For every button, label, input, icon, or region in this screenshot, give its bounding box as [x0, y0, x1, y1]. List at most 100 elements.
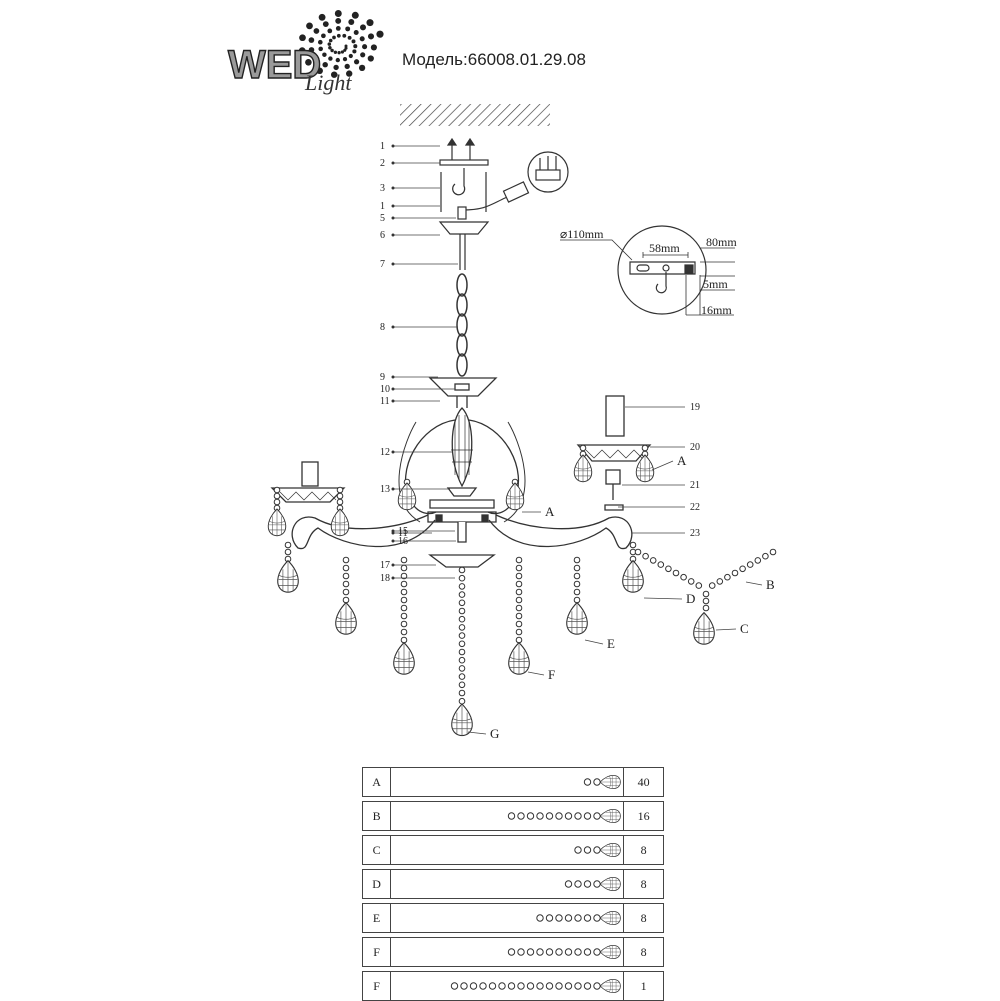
crystal-bead: [400, 612, 408, 620]
chain-link: [456, 273, 468, 297]
crystal-swag: [634, 548, 777, 645]
crystal-drop: [335, 602, 357, 635]
logo-dot: [348, 53, 353, 59]
part-number-label: 16: [398, 536, 408, 547]
crystal-bead: [665, 565, 672, 573]
logo-dot: [351, 11, 359, 19]
leader-dot: [391, 529, 395, 533]
logo-dot: [333, 50, 338, 54]
crystal-bead: [400, 620, 408, 628]
logo-dot: [333, 64, 339, 71]
logo-dot: [353, 30, 359, 35]
crystal-bead: [458, 583, 466, 590]
plate-width-label: 80mm: [706, 235, 737, 249]
crystal-strand-icon: [574, 842, 622, 858]
chandelier-body: [270, 377, 652, 568]
logo-dot: [346, 70, 353, 77]
logo-dot: [306, 22, 313, 30]
crystal-drop: [566, 602, 588, 635]
crystal-bead: [593, 812, 601, 820]
model-label: Модель:66008.01.29.08: [402, 50, 586, 69]
crystal-bead: [458, 697, 466, 705]
crystal-bead: [458, 681, 466, 689]
crystal-drop: [451, 703, 473, 737]
logo-dot: [342, 56, 348, 62]
crystal-bead: [545, 948, 554, 956]
crystal-drop: [397, 482, 417, 511]
crystal-bead: [515, 620, 523, 628]
part-number-label: 3: [380, 183, 385, 194]
legend-crystal-graphic: [390, 801, 625, 831]
crystal-bead: [517, 812, 525, 820]
crystal-bead: [555, 948, 563, 956]
leader-dot: [391, 233, 395, 237]
leader-dot: [391, 144, 395, 148]
leader-line: [584, 639, 604, 645]
crystal-bead: [746, 561, 754, 568]
logo-dot: [362, 44, 368, 50]
crystal-bead: [515, 556, 523, 564]
leader-dot: [391, 576, 395, 580]
leader-dot: [391, 216, 395, 220]
crystal-bead: [526, 812, 535, 820]
logo-swirl-icon: [298, 10, 384, 78]
crystal-bead: [284, 548, 292, 556]
crystal-bead: [458, 566, 466, 574]
crystal-strand-icon: [507, 944, 622, 960]
crystal-bead: [593, 914, 601, 922]
crystal-drop: [693, 612, 715, 645]
crystal-strand: [267, 486, 287, 537]
part-number-label: 11: [380, 396, 390, 407]
logo-dot: [370, 44, 377, 51]
crystal-bead: [573, 572, 581, 580]
logo-dot: [334, 10, 342, 17]
logo-dot: [342, 33, 347, 38]
crystal-bead: [342, 556, 350, 564]
logo-dot: [298, 47, 306, 54]
logo-wordmark: WED: [228, 43, 321, 87]
legend-quantity: 8: [623, 903, 664, 933]
crystal-bead: [400, 564, 408, 572]
leader-dot: [391, 186, 395, 190]
logo-dot: [347, 35, 352, 40]
crystal-bead: [573, 580, 581, 588]
leader-dot: [391, 161, 395, 165]
crystal-bead: [657, 561, 665, 568]
crystal-bead: [642, 552, 649, 560]
crystal-bead: [680, 573, 687, 581]
crystal-bead: [564, 880, 573, 888]
logo-dot: [359, 36, 365, 42]
crystal-bead: [458, 615, 466, 623]
crystal-bead: [574, 948, 582, 956]
legend-quantity: 8: [623, 835, 664, 865]
crystal-bead: [458, 673, 466, 680]
logo-dot: [318, 13, 326, 21]
legend-crystal-graphic: [390, 937, 625, 967]
crystal-bead: [545, 982, 554, 990]
logo-dot: [366, 19, 374, 27]
logo-dot: [330, 48, 334, 53]
logo-dot: [330, 71, 338, 78]
crystal-strand-icon: [450, 978, 622, 994]
crystal-bead: [458, 632, 466, 639]
leader-dot: [391, 375, 395, 379]
crystal-bead: [593, 846, 601, 854]
crystal-bead: [458, 599, 466, 607]
crystal-bead: [574, 880, 582, 888]
crystal-bead: [400, 628, 408, 636]
crystal-bead: [702, 604, 710, 612]
crystal-bead: [488, 982, 497, 990]
logo-dot: [299, 34, 306, 42]
logo-dot: [305, 59, 312, 66]
crystal-bead: [634, 548, 642, 556]
logo-dot: [327, 42, 332, 46]
crystal-drop: [622, 560, 644, 593]
logo-dot: [322, 52, 327, 57]
logo-dot: [313, 28, 320, 34]
leader-line: [527, 671, 545, 676]
crystal-bead: [458, 665, 466, 672]
crystal-bead: [526, 948, 535, 956]
